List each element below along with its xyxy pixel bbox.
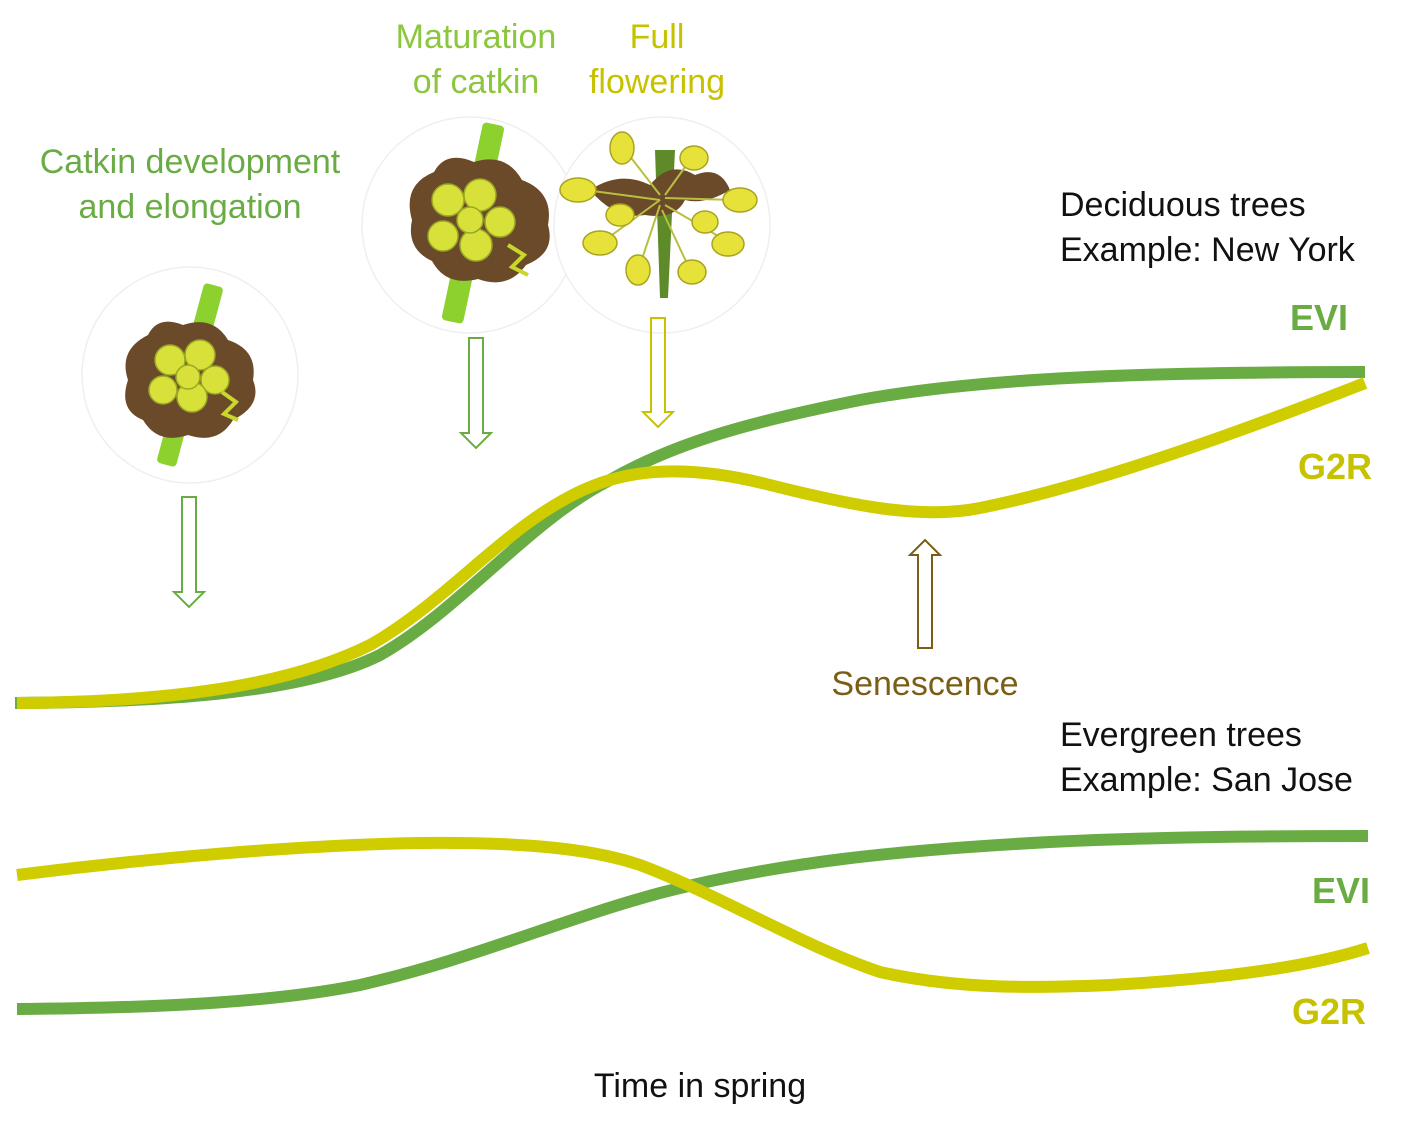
flowering-label-line1: Full xyxy=(630,18,685,56)
evergreen-g2r-curve xyxy=(16,836,1370,993)
deciduous-title: Deciduous trees xyxy=(1060,186,1306,224)
evergreen-example: Example: San Jose xyxy=(1060,761,1353,799)
evergreen-evi-label: EVI xyxy=(1312,870,1370,911)
evergreen-title: Evergreen trees xyxy=(1060,716,1302,754)
mature-catkin-icon xyxy=(361,116,579,334)
maturation-label-line2: of catkin xyxy=(413,63,540,101)
catkin-dev-label-line2: and elongation xyxy=(78,188,301,226)
deciduous-evi-label: EVI xyxy=(1290,297,1348,338)
catkin-dev-arrow-icon xyxy=(171,496,207,609)
senescence-label: Senescence xyxy=(831,665,1018,703)
flowering-catkin-icon xyxy=(553,116,771,334)
senescence-arrow-icon xyxy=(907,538,943,649)
x-axis-label: Time in spring xyxy=(594,1067,806,1105)
catkin-bud-icon xyxy=(81,266,299,484)
deciduous-g2r-curve xyxy=(16,377,1368,709)
maturation-arrow-icon xyxy=(458,337,494,450)
evergreen-evi-curve xyxy=(16,830,1369,1015)
maturation-label-line1: Maturation xyxy=(396,18,557,56)
deciduous-example: Example: New York xyxy=(1060,231,1356,269)
evergreen-g2r-label: G2R xyxy=(1292,991,1366,1032)
catkin-dev-label-line1: Catkin development xyxy=(40,143,341,181)
deciduous-g2r-label: G2R xyxy=(1298,446,1372,487)
flowering-label-line2: flowering xyxy=(589,63,725,101)
flowering-arrow-icon xyxy=(640,317,676,429)
